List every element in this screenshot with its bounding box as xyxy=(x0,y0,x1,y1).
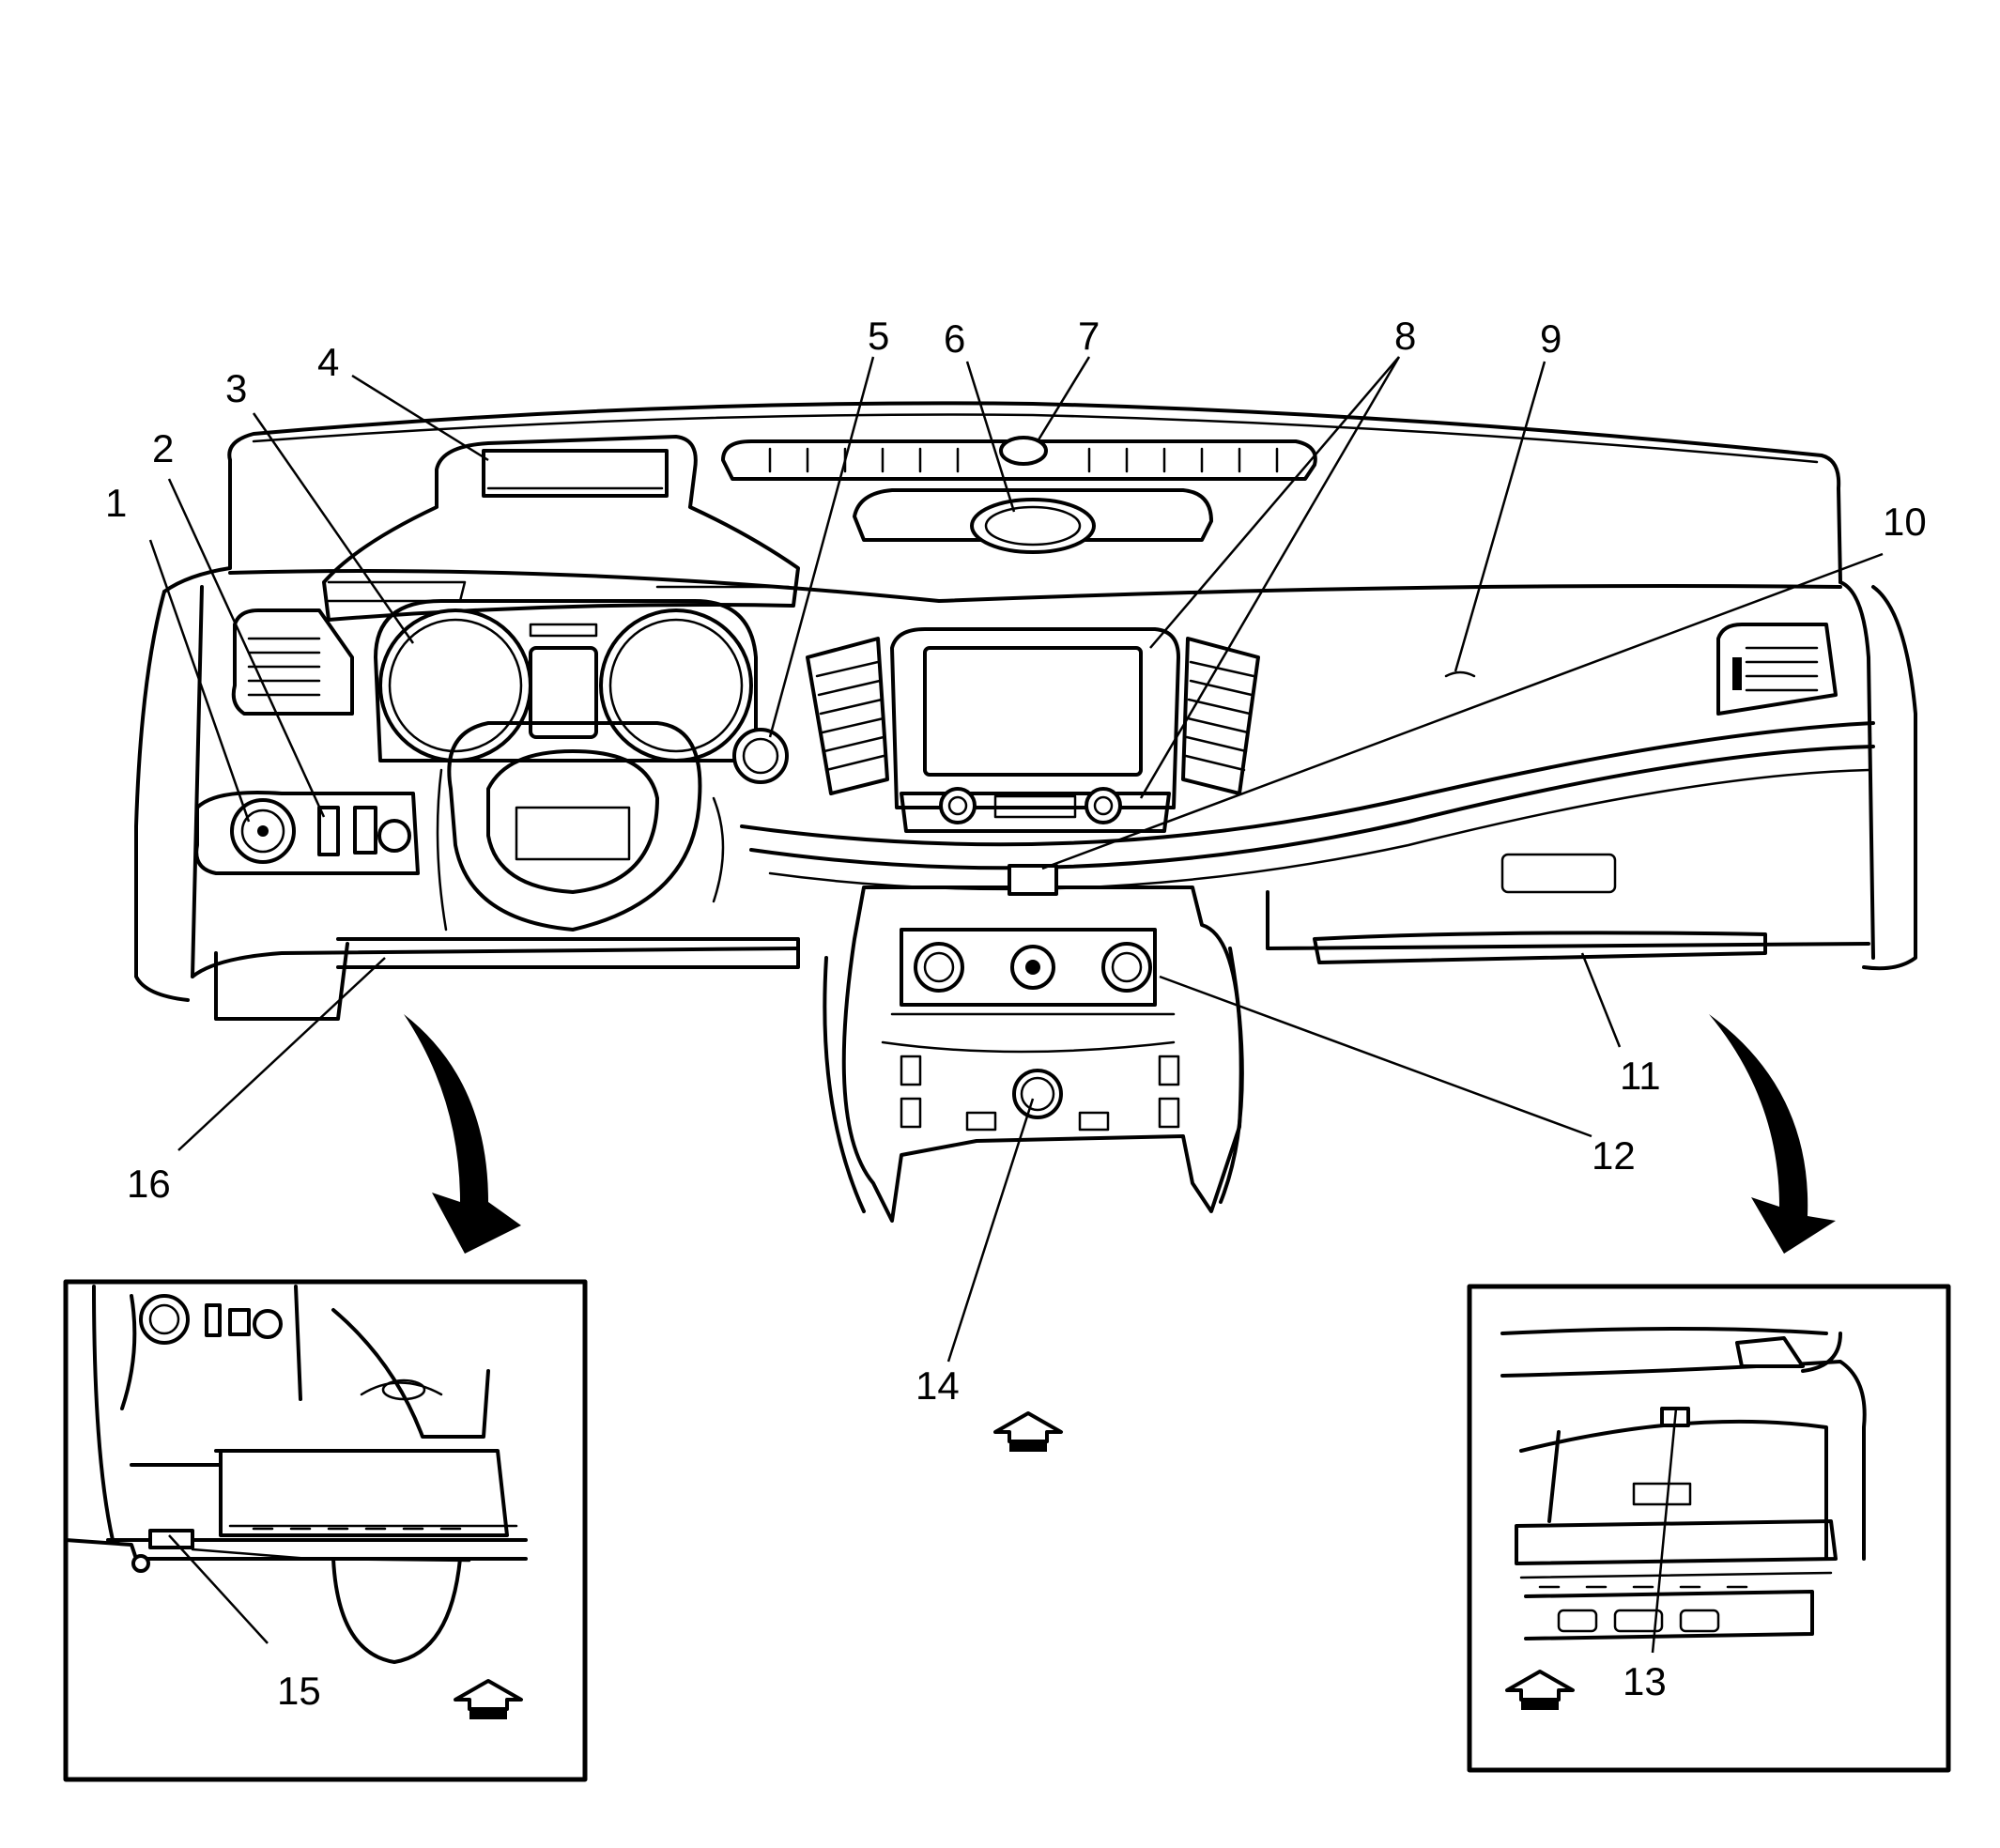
view-direction-arrow-icon xyxy=(454,1679,523,1719)
callout-15: 15 xyxy=(277,1669,321,1713)
right-detail-inset xyxy=(1467,1284,1951,1773)
callout-1: 1 xyxy=(105,481,127,525)
leader-lines xyxy=(148,356,1884,1654)
callout-2: 2 xyxy=(152,426,174,470)
view-direction-arrow-icon xyxy=(1505,1670,1575,1710)
callout-14: 14 xyxy=(915,1363,960,1408)
mid-left-vent-slats xyxy=(815,660,885,772)
callout-4: 4 xyxy=(317,340,339,384)
left-vent-slats xyxy=(247,637,321,697)
view-direction-arrow-icon xyxy=(993,1411,1063,1452)
callout-6: 6 xyxy=(944,316,965,361)
callout-7: 7 xyxy=(1078,314,1100,358)
callout-labels: 1 2 3 4 5 6 7 8 9 10 11 12 13 14 15 16 xyxy=(105,314,1927,1713)
callout-3: 3 xyxy=(225,366,247,410)
callout-8: 8 xyxy=(1394,314,1416,358)
callout-11: 11 xyxy=(1620,1054,1661,1098)
curved-pointer-arrow-icon xyxy=(404,1014,521,1254)
callout-13: 13 xyxy=(1623,1659,1667,1703)
right-vent-slats xyxy=(1732,646,1819,692)
callout-12: 12 xyxy=(1592,1133,1636,1178)
callout-9: 9 xyxy=(1540,316,1562,361)
upper-vent-slats xyxy=(768,447,1279,473)
callout-10: 10 xyxy=(1883,500,1927,544)
left-detail-inset xyxy=(63,1279,588,1782)
mid-right-vent-slats xyxy=(1184,660,1255,772)
curved-pointer-arrow-icon xyxy=(1709,1014,1836,1254)
callout-16: 16 xyxy=(127,1162,171,1206)
callout-5: 5 xyxy=(868,314,889,358)
instrument-panel-main-view xyxy=(134,401,1917,1223)
